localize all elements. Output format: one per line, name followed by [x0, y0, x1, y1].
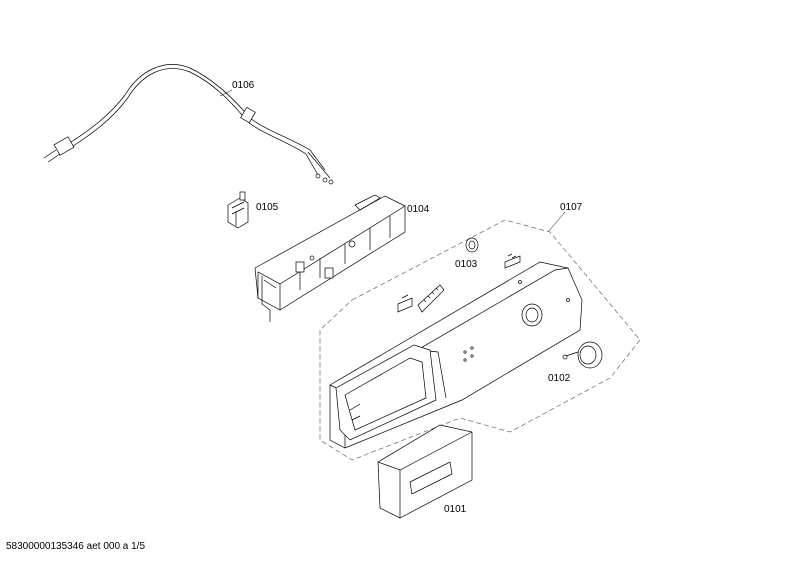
part-light-guide — [397, 284, 445, 313]
document-reference: 58300000135346 aet 000 a 1/5 — [6, 541, 146, 552]
label-0101: 0101 — [444, 504, 467, 515]
label-0103: 0103 — [455, 259, 478, 270]
label-0106: 0106 — [232, 80, 255, 91]
label-0102: 0102 — [548, 373, 571, 384]
part-program-knob — [562, 341, 603, 369]
label-0107: 0107 — [560, 202, 583, 213]
assembly-outline-0107 — [319, 219, 641, 461]
part-control-module — [254, 194, 406, 322]
part-dispenser-drawer — [377, 424, 473, 519]
part-power-cord — [43, 64, 334, 185]
label-0104: 0104 — [407, 204, 430, 215]
part-connector-clip — [227, 191, 249, 229]
part-control-panel — [329, 261, 583, 449]
part-program-knob-small — [465, 237, 521, 269]
label-0105: 0105 — [256, 202, 279, 213]
